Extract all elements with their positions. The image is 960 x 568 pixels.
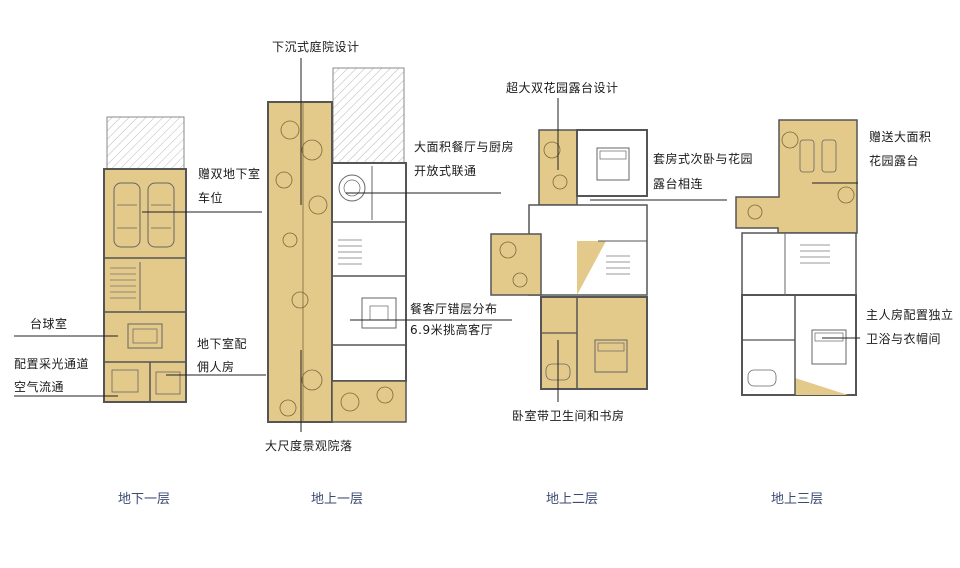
label-f3-master-line2: 卫浴与衣帽间	[866, 332, 942, 346]
label-f2-suite-line1: 套房式次卧与花园	[653, 152, 754, 166]
f1-hatched-upper	[332, 67, 405, 164]
f3-middle-block	[741, 232, 857, 296]
label-b1-garage-line2: 车位	[198, 191, 224, 205]
label-f3-gift-line2: 花园露台	[869, 154, 920, 168]
plan-basement	[103, 116, 187, 403]
f2-terrace-left	[490, 233, 542, 296]
f3-terrace	[735, 119, 858, 234]
label-f1-garden: 大尺度景观院落	[265, 439, 353, 453]
f2-bedroom-block	[540, 296, 648, 390]
label-f1-dining-line1: 大面积餐厅与厨房	[414, 140, 515, 154]
f1-sunken-courtyard	[267, 101, 333, 423]
f2-suite-room	[576, 129, 648, 197]
f1-round-dining-table	[338, 174, 366, 202]
f3-master-block	[741, 294, 857, 396]
label-f2-suite-line2: 露台相连	[653, 177, 704, 191]
floor-title-f3: 地上三层	[771, 492, 824, 507]
label-f1-split-line1: 餐客厅错层分布	[410, 302, 498, 316]
label-b1-light-line1: 配置采光通道	[14, 357, 90, 371]
f1-house-body	[331, 162, 407, 382]
plan-third-floor	[735, 119, 858, 396]
f1-sofa-set	[361, 297, 397, 329]
b1-car-right	[147, 182, 175, 248]
label-b1-servant-line1: 地下室配	[197, 337, 248, 351]
f2-light-wedge	[577, 241, 606, 295]
label-f1-dining-line2: 开放式联通	[414, 164, 477, 178]
b1-hatched-ramp	[106, 116, 185, 170]
floor-title-b1: 地下一层	[118, 492, 171, 507]
label-b1-garage-line1: 赠双地下室	[198, 167, 261, 181]
label-f3-master-line1: 主人房配置独立	[866, 308, 954, 322]
label-f1-split-line2: 6.9米挑高客厅	[410, 323, 494, 337]
f1-yard-bottom	[331, 380, 407, 423]
label-f3-gift-line1: 赠送大面积	[869, 130, 932, 144]
label-f2-study: 卧室带卫生间和书房	[512, 409, 625, 423]
b1-billiard-table	[127, 323, 163, 349]
b1-car-left	[113, 182, 141, 248]
label-b1-billiard: 台球室	[30, 317, 68, 331]
floor-title-f2: 地上二层	[546, 492, 599, 507]
plan-first-floor	[267, 67, 407, 423]
label-b1-light-line2: 空气流通	[14, 380, 65, 394]
label-f1-sunken: 下沉式庭院设计	[272, 40, 360, 54]
b1-slab	[103, 168, 187, 403]
f3-light-wedge	[795, 378, 848, 395]
floor-title-f1: 地上一层	[311, 492, 364, 507]
label-b1-servant-line2: 佣人房	[197, 360, 235, 374]
plan-second-floor	[490, 129, 648, 390]
leader-lines	[14, 58, 860, 432]
label-f2-terrace: 超大双花园露台设计	[506, 81, 619, 95]
